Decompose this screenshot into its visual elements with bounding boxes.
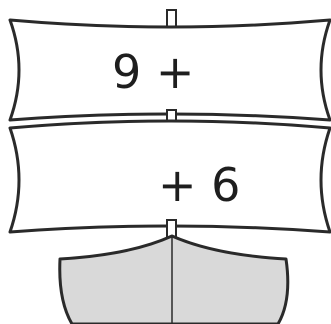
hull: [60, 236, 288, 324]
sail-bottom-text: + 6: [158, 158, 240, 212]
sail-top: 9 +: [10, 20, 330, 130]
sail-bottom: + 6: [10, 121, 330, 238]
sail-top-text: 9 +: [112, 45, 194, 99]
